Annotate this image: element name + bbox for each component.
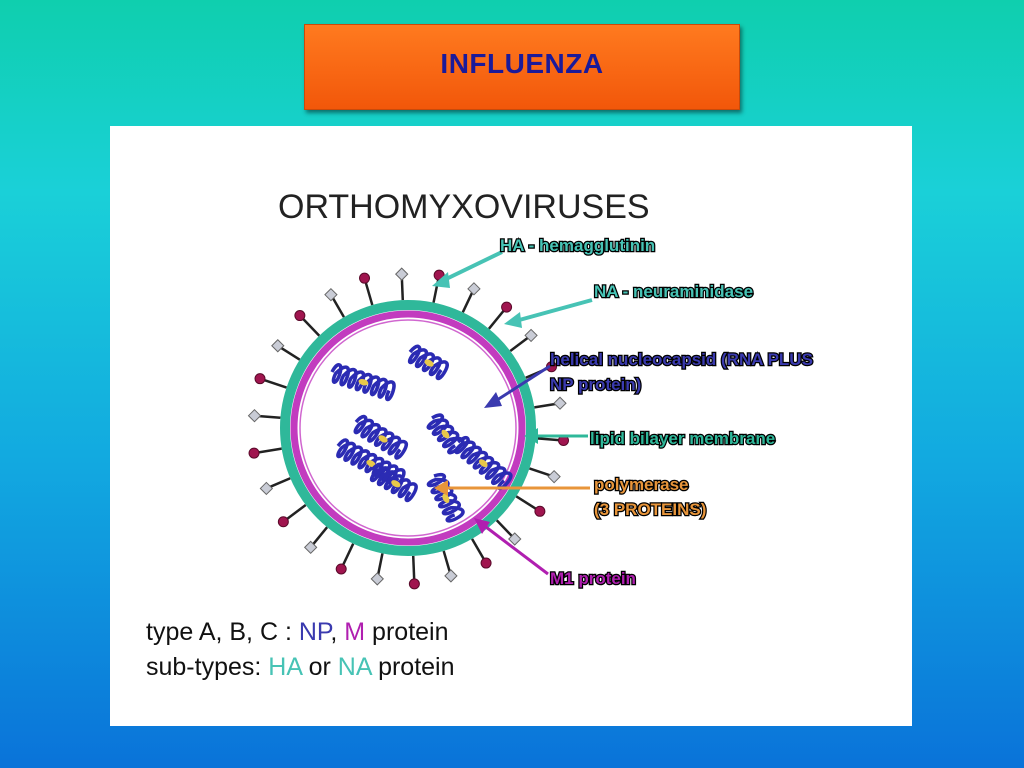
polymerase-dot xyxy=(441,429,450,439)
label-polymerase-2: (3 PROTEINS) xyxy=(594,500,706,519)
neuraminidase-head xyxy=(370,572,384,586)
neuraminidase-head xyxy=(444,569,458,583)
neuraminidase-head xyxy=(508,532,522,546)
footer-sep: , xyxy=(330,618,345,646)
neuraminidase-head xyxy=(324,287,338,302)
rna-segments xyxy=(330,344,513,523)
neuraminidase-head xyxy=(247,408,262,423)
rna-coil xyxy=(426,472,465,523)
footer-line-2: sub-types: HA or NA protein xyxy=(146,653,455,682)
rna-coil xyxy=(426,413,465,455)
hemagglutinin-head xyxy=(294,310,306,322)
footer-m: M xyxy=(344,618,366,646)
polymerase-dot xyxy=(478,459,488,468)
diagram-heading: ORTHOMYXOVIRUSES xyxy=(278,188,650,226)
rna-coil xyxy=(330,363,396,402)
label-nucleocapsid-2: NP protein) xyxy=(550,375,641,394)
footer-type-prefix: type A, B, C : xyxy=(146,618,299,646)
hemagglutinin-head xyxy=(277,516,289,528)
m1-inner-line xyxy=(299,319,517,537)
hemagglutinin-head xyxy=(534,505,546,517)
hemagglutinin-head xyxy=(480,557,492,569)
hemagglutinin-head xyxy=(359,272,371,284)
polymerase-dot xyxy=(366,460,376,468)
hemagglutinin-head xyxy=(248,447,260,459)
footer-line-1: type A, B, C : NP, M protein xyxy=(146,618,449,647)
rna-coil xyxy=(407,344,449,381)
label-polymerase-1: polymerase xyxy=(594,475,689,494)
diagram-panel: ORTHOMYXOVIRUSES HA - hemagglutinin NA -… xyxy=(110,126,912,726)
hemagglutinin-head xyxy=(501,301,513,313)
polymerase-dot xyxy=(358,378,369,386)
neuraminidase-head xyxy=(547,469,561,484)
slide-title: INFLUENZA xyxy=(440,48,604,79)
label-nucleocapsid-1: helical nucleocapsid (RNA PLUS xyxy=(550,350,813,369)
label-ha: HA - hemagglutinin xyxy=(500,236,655,255)
neuraminidase-head xyxy=(467,282,481,296)
label-lipid: lipid bilayer membrane xyxy=(590,429,775,448)
neuraminidase-head xyxy=(259,481,274,496)
lipid-membrane xyxy=(280,300,536,556)
footer-na: NA xyxy=(337,653,372,681)
neuraminidase-head xyxy=(303,540,318,555)
neuraminidase-head xyxy=(524,328,538,343)
label-arrows xyxy=(432,250,593,576)
surface-spikes xyxy=(247,267,570,590)
neuraminidase-head xyxy=(553,396,567,410)
hemagglutinin-head xyxy=(408,578,420,590)
hemagglutinin-head xyxy=(335,563,347,575)
polymerase-dot xyxy=(424,359,434,367)
title-box: INFLUENZA xyxy=(304,24,740,110)
footer-type-suffix: protein xyxy=(365,618,449,646)
polymerase-dot xyxy=(378,435,388,443)
footer-ha: HA xyxy=(268,653,302,681)
m1-protein-layer xyxy=(290,310,526,546)
hemagglutinin-head xyxy=(254,373,266,385)
virus-diagram: ORTHOMYXOVIRUSES HA - hemagglutinin NA -… xyxy=(247,188,814,590)
rna-coil xyxy=(353,414,408,460)
footer-or: or xyxy=(301,653,338,681)
footer-subtype-prefix: sub-types: xyxy=(146,653,269,681)
footer-np: NP xyxy=(298,618,331,646)
neuraminidase-head xyxy=(271,339,285,353)
rna-coil xyxy=(454,436,513,491)
polymerase-dot xyxy=(442,493,450,503)
footer-subtype-suffix: protein xyxy=(371,653,455,681)
neuraminidase-head xyxy=(395,267,409,281)
label-m1: M1 protein xyxy=(550,569,636,588)
label-na: NA - neuraminidase xyxy=(594,282,753,301)
polymerase-dot xyxy=(391,480,401,488)
rna-coil xyxy=(369,462,418,503)
